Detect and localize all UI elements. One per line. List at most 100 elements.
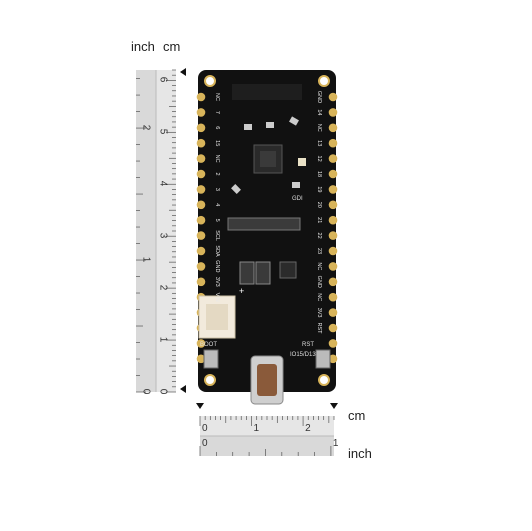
pin-pad: [196, 92, 206, 102]
inductor: [255, 261, 271, 285]
mark-gdi: GDI: [292, 196, 303, 202]
pin-pad: [328, 200, 338, 210]
pin-label: RST: [316, 323, 322, 335]
pin-label: NC: [316, 262, 322, 270]
pin-pad: [196, 185, 206, 194]
smd-component: [266, 122, 274, 128]
right-pin-pads: [328, 92, 338, 364]
pin-pad: [196, 123, 206, 133]
pin-label: 3: [214, 188, 220, 191]
pin-pad: [196, 138, 206, 148]
pin-pad: [328, 323, 338, 333]
pin-label: 12: [316, 156, 322, 162]
inch-tick-label: 2: [140, 124, 152, 131]
pin-label: GND: [214, 260, 220, 272]
mounting-hole: [318, 374, 330, 386]
pin-label: GND: [316, 91, 322, 103]
pin-pad: [328, 169, 338, 179]
inch-tick-label: 0: [202, 438, 208, 449]
cm-tick-label: 3: [157, 232, 169, 239]
inch-tick-label: 0: [140, 388, 152, 395]
pin-label: 3V3: [214, 277, 220, 287]
smd-component: [292, 182, 300, 188]
pin-pad: [328, 339, 338, 348]
pin-label: 6: [214, 126, 220, 129]
pin-label: NC: [316, 124, 322, 132]
pin-label: 20: [316, 202, 322, 208]
cm-tick-label: 2: [305, 423, 311, 434]
cm-tick-label: 6: [157, 77, 169, 83]
pin-label: 23: [316, 248, 322, 254]
regulator-chip: [279, 261, 297, 279]
smd-component: [244, 124, 252, 130]
mark-rst: RST: [302, 342, 314, 348]
pin-pad: [328, 262, 338, 271]
pin-pad: [328, 92, 338, 102]
pin-label: 22: [316, 233, 322, 239]
mark-io: IO15/D13: [290, 352, 316, 358]
mark-plus: +: [239, 286, 245, 296]
cm-tick-label: 1: [157, 336, 169, 343]
pin-labels: NC7615NC2345SCLSDAGND3V3VINGND14NC131218…: [214, 91, 322, 334]
pin-label: 2: [214, 172, 220, 175]
fpc-connector: [227, 217, 301, 231]
cm-tick-label: 1: [253, 423, 260, 434]
pin-pad: [328, 108, 338, 117]
mark-boot: BOOT: [200, 342, 218, 348]
pin-pad: [328, 231, 338, 240]
pin-pad: [196, 215, 206, 225]
ruler-unit-inch-horizontal: inch: [348, 446, 372, 461]
pin-pad: [196, 262, 206, 271]
pin-label: 18: [316, 171, 322, 177]
right-indicator-arrow: [330, 403, 338, 409]
pin-label: 21: [316, 217, 322, 223]
pin-pad: [328, 277, 338, 287]
pin-pad: [328, 308, 338, 317]
pin-pad: [328, 215, 338, 225]
pin-pad: [328, 154, 338, 163]
reset-button[interactable]: [315, 349, 331, 369]
mounting-hole: [204, 374, 216, 386]
bottom-indicator-arrow: [180, 385, 186, 393]
cm-tick-label: 2: [157, 284, 169, 291]
mounting-hole: [204, 75, 216, 87]
top-header: [232, 84, 302, 100]
inch-tick-label: 1: [140, 256, 152, 263]
cm-tick-label: 4: [157, 180, 169, 187]
pin-pad: [196, 246, 206, 256]
pin-pad: [328, 292, 338, 302]
pin-pad: [328, 246, 338, 256]
ruler-unit-inch-vertical: inch: [131, 39, 155, 54]
smd-component: [289, 116, 299, 126]
pin-label: SDA: [214, 245, 220, 257]
pin-label: 13: [316, 140, 322, 146]
pin-pad: [328, 354, 338, 364]
inch-tick-label: 1: [332, 438, 339, 449]
cm-tick-label: 0: [202, 423, 208, 434]
pin-pad: [196, 154, 206, 163]
vertical-ruler-cm-strip: [156, 70, 176, 392]
inductor: [239, 261, 255, 285]
pin-label: 19: [316, 186, 322, 192]
pin-label: NC: [214, 155, 220, 163]
horizontal-ruler-inch-strip: [200, 436, 334, 456]
pin-label: 5: [214, 219, 220, 222]
pin-label: 15: [214, 140, 220, 146]
vertical-ruler-ticks: [136, 69, 176, 393]
cm-tick-label: 5: [157, 129, 169, 135]
horizontal-ruler-ticks: [199, 416, 335, 456]
pin-label: SCL: [214, 230, 220, 241]
pin-pad: [196, 231, 206, 240]
pin-pad: [328, 185, 338, 194]
smd-component: [231, 184, 241, 194]
pin-label: NC: [214, 93, 220, 101]
pin-pad: [196, 169, 206, 179]
left-indicator-arrow: [196, 403, 204, 409]
pin-pad: [196, 339, 206, 348]
top-indicator-arrow: [180, 68, 186, 76]
smd-component: [298, 158, 306, 166]
boot-button[interactable]: [203, 349, 219, 369]
pin-label: NC: [316, 293, 322, 301]
dev-board: NC7615NC2345SCLSDAGND3V3VINGND14NC131218…: [196, 70, 338, 405]
